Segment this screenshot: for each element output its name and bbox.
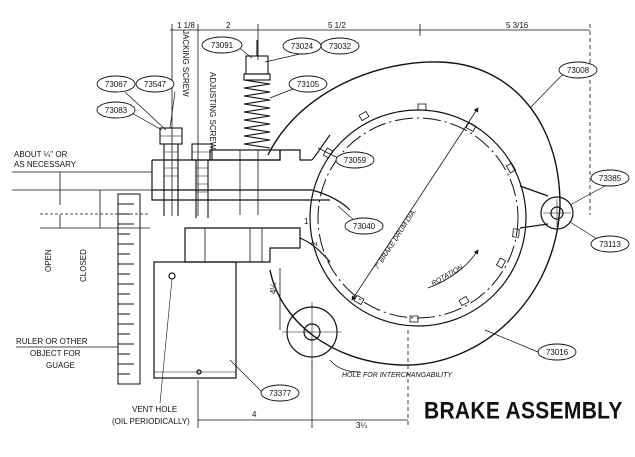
top-dimension-line — [170, 24, 591, 216]
vent-leader — [159, 278, 173, 404]
dim-4-1-4: 4¼ — [269, 283, 278, 294]
svg-text:73032: 73032 — [329, 42, 352, 51]
callout-73008: 73008 — [558, 61, 598, 79]
svg-text:73547: 73547 — [144, 80, 167, 89]
rotation-arrow — [427, 249, 479, 289]
vent-hole-line2: (OIL PERIODICALLY) — [112, 417, 190, 426]
vent-hole-line1: VENT HOLE — [132, 405, 177, 414]
callout-73067: 73067 — [96, 75, 136, 93]
dim-2-vertical: 2 — [310, 241, 319, 246]
svg-text:73016: 73016 — [546, 348, 569, 357]
svg-text:73113: 73113 — [599, 240, 621, 249]
pivot-arm — [519, 185, 574, 230]
svg-text:73024: 73024 — [291, 42, 314, 51]
adjusting-screw — [191, 143, 213, 218]
dim-3-1-4: 3¼ — [356, 421, 367, 430]
svg-text:73008: 73008 — [567, 66, 590, 75]
svg-text:73377: 73377 — [269, 389, 292, 398]
callout-73385: 73385 — [590, 169, 630, 187]
callout-73105: 73105 — [288, 75, 328, 93]
ruler-note-line3: GUAGE — [46, 361, 75, 370]
drum-diameter-label: 7" BRAKE DRUM DIA. — [374, 208, 418, 271]
svg-text:73091: 73091 — [211, 41, 234, 50]
hole-leader — [329, 359, 361, 373]
callout-73113: 73113 — [590, 235, 630, 253]
svg-text:73040: 73040 — [353, 222, 376, 231]
about-note-line1: ABOUT ¼" OR — [14, 150, 68, 159]
lower-bracket — [184, 227, 331, 263]
closed-label: CLOSED — [79, 249, 88, 282]
svg-text:73059: 73059 — [344, 156, 367, 165]
dim-4: 4 — [252, 410, 257, 419]
ruler — [117, 193, 141, 385]
jacking-screw-label: JACKING SCREW — [181, 30, 190, 97]
jacking-screw — [159, 127, 183, 216]
dim-1: 1 — [304, 217, 309, 226]
adjusting-screw-label: ADJUSTING SCREW — [208, 72, 217, 150]
callout-73059: 73059 — [335, 151, 375, 169]
gap-indicators — [12, 171, 152, 229]
svg-text:73105: 73105 — [297, 80, 320, 89]
callout-73040: 73040 — [344, 217, 384, 235]
svg-text:73385: 73385 — [599, 174, 622, 183]
callout-73016: 73016 — [537, 343, 577, 361]
callout-73024: 73024 — [282, 37, 322, 55]
svg-text:73067: 73067 — [105, 80, 128, 89]
callout-73091: 73091 — [201, 36, 243, 54]
diagram-title: BRAKE ASSEMBLY — [424, 398, 623, 425]
lower-lug — [282, 302, 342, 362]
svg-text:73083: 73083 — [105, 106, 128, 115]
hole-label: HOLE FOR INTERCHANGABILITY — [342, 372, 453, 379]
about-note-line2: AS NECESSARY — [14, 160, 77, 169]
ruler-note-line2: OBJECT FOR — [30, 349, 81, 358]
dim-2: 2 — [226, 21, 231, 30]
ruler-note-line1: RULER OR OTHER — [16, 337, 88, 346]
actuator-cylinder — [153, 261, 237, 379]
callout-73547: 73547 — [135, 75, 175, 93]
callout-73083: 73083 — [96, 101, 136, 119]
callout-73032: 73032 — [320, 37, 360, 55]
spring — [243, 40, 271, 149]
dim-1-1-8: 1 1/8 — [177, 21, 195, 30]
lever-arm — [151, 134, 351, 215]
bottom-dimension-line — [197, 268, 409, 428]
drum-diameter-line — [351, 107, 479, 301]
dim-5-1-2: 5 1/2 — [328, 21, 346, 30]
dim-5-3-16: 5 3/16 — [506, 21, 529, 30]
rotation-label: ROTATION — [431, 264, 466, 288]
callout-73377: 73377 — [260, 384, 300, 402]
open-label: OPEN — [44, 249, 53, 272]
